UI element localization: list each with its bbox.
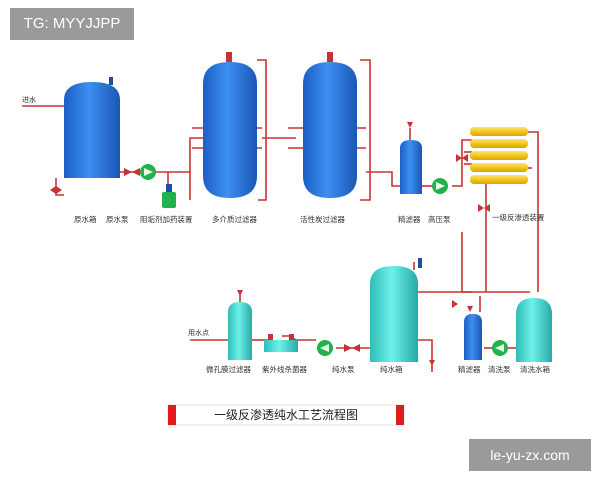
label-uv-sterilizer: 紫外线杀菌器: [262, 364, 307, 374]
label-raw-pump: 原水泵: [106, 214, 129, 224]
activated-carbon-filter: [303, 62, 357, 198]
watermark-top-left: TG: MYYJJPP: [10, 8, 134, 40]
inlet-label: 进水: [22, 95, 36, 104]
uv-outlet-nozzle: [289, 334, 294, 340]
watermark-bottom-right: le-yu-zx.com: [469, 439, 591, 471]
label-precision-filter: 精滤器: [398, 214, 421, 224]
label-micro-filter: 微孔膜过滤器: [206, 364, 251, 374]
title-banner: 一级反渗透纯水工艺流程图: [167, 404, 405, 426]
dosing-device: [162, 192, 176, 208]
label-hp-pump: 高压泵: [428, 214, 451, 224]
label-ro-unit: 一级反渗透装置: [492, 212, 545, 222]
micro-membrane-filter: [228, 302, 252, 360]
label-clean-pump: 清洗泵: [488, 364, 511, 374]
mmf-top-nozzle: [226, 52, 232, 62]
outlet-label: 用水点: [188, 328, 209, 337]
clean-pump-arrow-icon: [495, 344, 504, 352]
label-pure-pump: 纯水泵: [332, 364, 355, 374]
diagram-title: 一级反渗透纯水工艺流程图: [214, 407, 358, 422]
dosing-motor-icon: [166, 184, 172, 192]
pure-water-tank: [370, 266, 418, 362]
multimedia-filter: [203, 62, 257, 198]
cleaning-water-tank: [516, 298, 552, 362]
label-carbon-filter: 活性炭过滤器: [300, 214, 345, 224]
label-pure-tank: 纯水箱: [380, 364, 403, 374]
label-fine-filter: 精滤器: [458, 364, 481, 374]
label-clean-tank: 清洗水箱: [520, 364, 550, 374]
pure-pump-arrow-icon: [320, 344, 329, 352]
ro-membrane-rack: [470, 127, 528, 184]
uv-inlet-nozzle: [268, 334, 273, 340]
label-dosing: 阻垢剂加药装置: [140, 214, 193, 224]
pure-tank-level-gauge: [418, 258, 422, 268]
label-multimedia-filter: 多介质过滤器: [212, 214, 257, 224]
valves: [50, 122, 490, 366]
precision-filter: [400, 140, 422, 194]
label-raw-tank: 原水箱: [74, 214, 97, 224]
raw-pump-arrow-icon: [144, 168, 153, 176]
hp-pump-arrow-icon: [436, 182, 445, 190]
raw-water-tank: [64, 82, 120, 178]
uv-sterilizer: [264, 340, 298, 352]
acf-top-nozzle: [327, 52, 333, 62]
raw-tank-level-gauge: [109, 77, 113, 85]
fine-filter: [464, 314, 482, 360]
